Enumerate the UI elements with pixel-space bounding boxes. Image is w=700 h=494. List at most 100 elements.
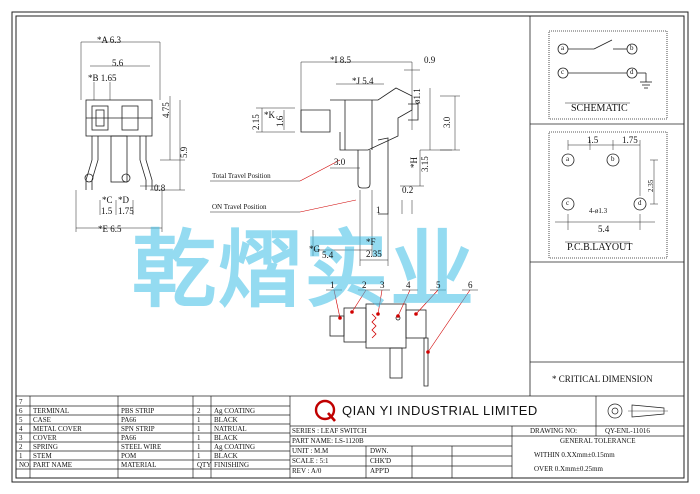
schematic-c: c	[561, 68, 565, 76]
pcb-1-75: 1.75	[622, 135, 638, 145]
bom-cell-qty: 1	[197, 452, 201, 460]
dim-3-0: 3.0	[334, 157, 346, 167]
dim-g-5-4: 5.4	[322, 250, 334, 260]
bom-cell-part: STEM	[33, 452, 52, 460]
bom-header-part: PART NAME	[33, 461, 73, 469]
callout-2: 2	[362, 280, 367, 290]
bom-cell-finish: Ag COATING	[214, 443, 256, 451]
bom-header-no: NO.	[19, 461, 31, 469]
dim-2-15: 2.15	[251, 114, 261, 130]
front-view	[75, 41, 185, 232]
pcb-a: a	[566, 155, 570, 163]
pcb-layout	[555, 140, 658, 230]
bom-header-qty: QTY	[197, 461, 212, 469]
pcb-1-5: 1.5	[587, 135, 599, 145]
bom-cell-finish: BLACK	[214, 434, 238, 442]
dim-f: *F	[366, 237, 376, 247]
side-view	[256, 61, 460, 266]
dim-h: *H	[409, 157, 419, 168]
critical-dimension-note: * CRITICAL DIMENSION	[552, 374, 653, 384]
bom-cell-material: POM	[121, 452, 137, 460]
dim-dia-1-1: ø1.1	[412, 88, 422, 104]
pcb-title: P.C.B.LAYOUT	[567, 242, 633, 253]
dim-5-9: 5.9	[179, 146, 189, 158]
assembly-view	[329, 303, 429, 387]
bom-cell-material: STEEL WIRE	[121, 443, 162, 451]
bom-cell-material: PA66	[121, 434, 137, 442]
total-travel-label: Total Travel Position	[212, 172, 271, 180]
dim-h-3-15: 3.15	[420, 156, 430, 172]
dim-c: *C	[102, 195, 113, 205]
dim-d: *D	[118, 195, 129, 205]
bom-cell-qty: 1	[197, 425, 201, 433]
schematic-symbol	[557, 39, 652, 89]
dim-b: *B 1.65	[88, 73, 117, 83]
title-block-grid	[16, 395, 684, 478]
unit: UNIT : M.M	[292, 447, 329, 455]
pcb-2-35: 2.35	[647, 179, 655, 192]
tolerance-over: OVER 0.Xmm±0.25mm	[534, 465, 603, 473]
dim-f-2-35: 2.35	[366, 249, 382, 259]
bom-cell-no: 7	[19, 398, 23, 406]
tolerance-within: WITHIN 0.XXmm±0.15mm	[534, 451, 615, 459]
chkd: CHK'D	[370, 457, 392, 465]
bom-header-material: MATERIAL	[121, 461, 157, 469]
callout-6: 6	[468, 280, 473, 290]
dim-k: *K	[264, 110, 275, 120]
projection-symbol-icon	[607, 403, 668, 419]
schematic-a: a	[561, 44, 565, 52]
bom-cell-finish: NATRUAL	[214, 425, 247, 433]
dim-0-2: 0.2	[402, 185, 414, 195]
dim-0-9: 0.9	[424, 55, 436, 65]
drawing-no-label: DRAWING NO:	[530, 427, 578, 435]
dim-0-8: 0.8	[154, 183, 166, 193]
bom-cell-no: 4	[19, 425, 23, 433]
dim-4-75: 4.75	[161, 102, 171, 118]
dim-i: *I 8.5	[330, 55, 351, 65]
company-name: QIAN YI INDUSTRIAL LIMITED	[342, 403, 538, 418]
schematic-title: SCHEMATIC	[571, 103, 628, 114]
pcb-5-4: 5.4	[598, 224, 610, 234]
pcb-b: b	[611, 155, 615, 163]
bom-cell-qty: 1	[197, 443, 201, 451]
dim-1: 1	[376, 205, 381, 215]
rev: REV : A/0	[292, 467, 322, 475]
scale: SCALE : 5:1	[292, 457, 329, 465]
pcb-d: d	[638, 199, 642, 207]
tolerance-title: GENERAL TOLERANCE	[560, 437, 636, 445]
callout-leaders	[333, 289, 471, 354]
dim-k-1-6: 1.6	[275, 115, 285, 127]
dim-a: *A 6.3	[97, 35, 122, 45]
callout-4: 4	[406, 280, 411, 290]
watermark: 乾熠实业	[132, 221, 477, 319]
part-name: PART NAME: LS-1120B	[292, 437, 364, 445]
bom-cell-part: METAL COVER	[33, 425, 82, 433]
bom-cell-material: PBS STRIP	[121, 407, 155, 415]
pcb-hole: 4-ø1.3	[589, 207, 608, 215]
company-logo-icon	[314, 399, 336, 422]
dim-e: *E 6.5	[98, 224, 122, 234]
schematic-b: b	[630, 44, 634, 52]
bom-cell-finish: BLACK	[214, 416, 238, 424]
dim-j: *J 5.4	[352, 76, 374, 86]
drawing-no: QY-ENL-11016	[605, 427, 650, 435]
bom-cell-qty: 1	[197, 416, 201, 424]
bom-cell-part: CASE	[33, 416, 51, 424]
bom-cell-qty: 1	[197, 434, 201, 442]
dim-3-0-right: 3.0	[442, 116, 452, 128]
bom-cell-no: 1	[19, 452, 23, 460]
bom-cell-no: 5	[19, 416, 23, 424]
bom-cell-qty: 2	[197, 407, 201, 415]
bom-cell-no: 6	[19, 407, 23, 415]
schematic-d: d	[630, 68, 634, 76]
bom-cell-part: COVER	[33, 434, 57, 442]
dim-c-1-5: 1.5	[101, 206, 113, 216]
bom-cell-finish: BLACK	[214, 452, 238, 460]
callout-5: 5	[436, 280, 441, 290]
dim-g: *G	[309, 244, 320, 254]
pcb-c: c	[566, 199, 570, 207]
bom-cell-no: 3	[19, 434, 23, 442]
appd: APP'D	[370, 467, 390, 475]
on-travel-label: ON Travel Position	[212, 203, 267, 211]
